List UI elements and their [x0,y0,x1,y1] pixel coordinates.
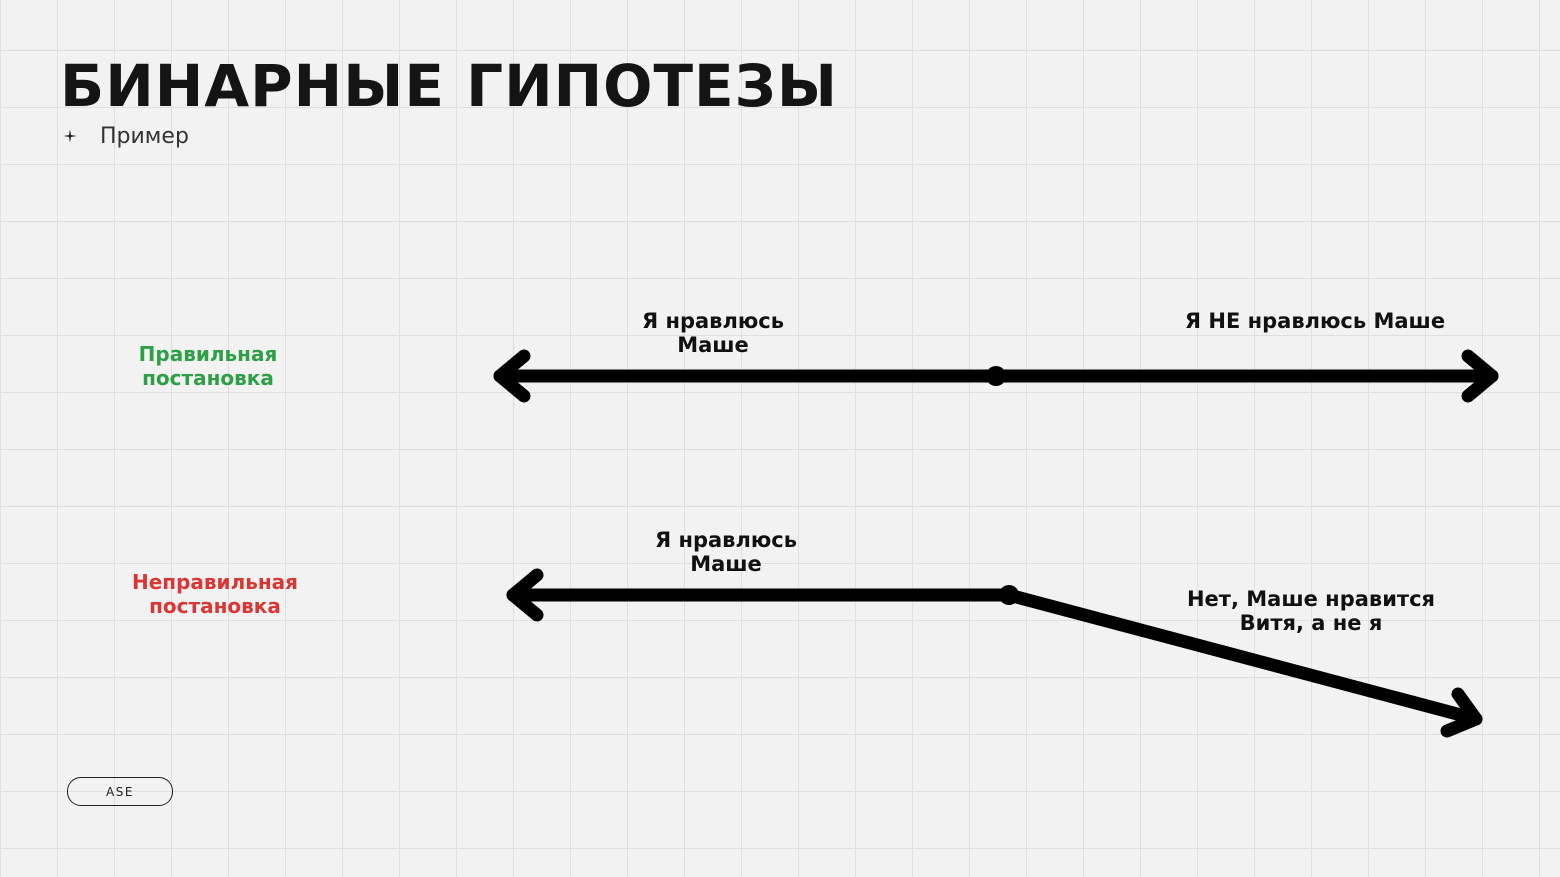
wrong-formulation-label: Неправильная постановка [98,570,332,618]
wrong-arrow [506,568,1483,738]
wrong-arrow-left-head [506,568,544,622]
correct-formulation-label: Правильная постановка [98,342,318,390]
wrong-right-outcome: Нет, Маше нравится Витя, а не я [1150,587,1472,635]
wrong-arrow-diagonal-line [1002,588,1483,726]
wrong-arrow-right-head [1440,687,1483,738]
wrong-right-outcome-line-2: Витя, а не я [1239,611,1383,635]
correct-arrow-right-head [1461,349,1499,403]
wrong-left-outcome-line-1: Я нравлюсь [654,528,797,552]
correct-left-outcome: Я нравлюсь Маше [598,309,828,357]
correct-right-outcome: Я НЕ нравлюсь Маше [1184,309,1446,333]
brand-badge: ASE [67,777,173,806]
wrong-label-line-2: постановка [149,594,281,618]
subtitle: Пример [62,121,189,151]
correct-left-outcome-line-1: Я нравлюсь [641,309,784,333]
correct-left-outcome-line-2: Маше [677,333,749,357]
wrong-label-line-1: Неправильная [131,570,299,594]
correct-arrow-left-head [493,349,531,403]
wrong-left-outcome-line-2: Маше [690,552,762,576]
correct-label-line-1: Правильная [138,342,278,366]
wrong-left-outcome: Я нравлюсь Маше [611,528,841,576]
star-icon [63,129,77,143]
subtitle-text: Пример [100,123,189,149]
wrong-branch-dot [999,585,1019,605]
page-title: БИНАРНЫЕ ГИПОТЕЗЫ [60,52,838,120]
correct-midpoint-dot [986,366,1006,386]
wrong-right-outcome-line-1: Нет, Маше нравится [1186,587,1436,611]
correct-label-line-2: постановка [142,366,274,390]
